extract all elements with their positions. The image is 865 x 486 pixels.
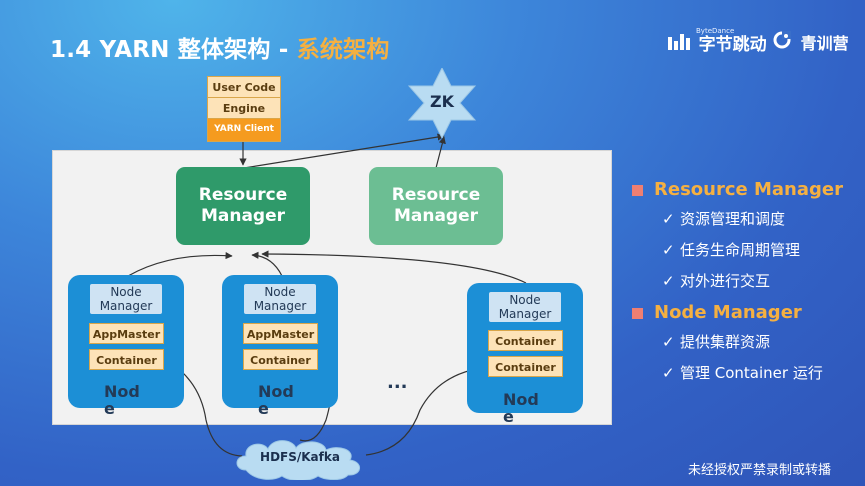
node-2-container: Container <box>243 349 318 370</box>
client-stack-yarn-client: YARN Client <box>208 119 280 141</box>
bullet-rm-item-3-text: 对外进行交互 <box>680 272 771 290</box>
node-2-manager: Node Manager <box>244 284 316 314</box>
logo-subtext: ByteDance <box>696 27 735 35</box>
node-2: Node Manager AppMaster Container Node <box>222 275 338 417</box>
resource-manager-active: Resource Manager <box>176 167 310 245</box>
logo-swirl-icon <box>773 31 791 53</box>
resource-manager-standby: Resource Manager <box>369 167 503 245</box>
client-stack-engine: Engine <box>208 98 280 119</box>
qingxunying-logo: 青训营 <box>773 30 849 54</box>
bullet-nm-item-2: ✓ 管理 Container 运行 <box>662 362 843 385</box>
bullet-rm-item-1-text: 资源管理和调度 <box>680 210 786 228</box>
bullet-rm-item-2-text: 任务生命周期管理 <box>680 241 801 259</box>
footer-note: 未经授权严禁录制或转播 <box>688 463 832 478</box>
bullet-rm-item-1: ✓ 资源管理和调度 <box>662 208 843 231</box>
node-3: Node Manager Container Container Node <box>467 283 583 425</box>
bullet-nm-heading: Node Manager <box>632 301 843 325</box>
logo-text-2: 青训营 <box>800 34 849 53</box>
node-3-manager: Node Manager <box>489 292 561 322</box>
bullet-square-icon <box>632 185 643 196</box>
node-3-label: Node <box>503 390 539 426</box>
bar-chart-icon <box>668 32 690 54</box>
resource-manager-active-label: Resource Manager <box>198 185 288 226</box>
bullet-nm-item-2-text: 管理 Container 运行 <box>680 364 823 382</box>
zookeeper-star-icon <box>407 68 477 138</box>
resource-manager-standby-label: Resource Manager <box>391 185 481 226</box>
bytedance-logo: ByteDance 字节跳动 <box>668 27 767 55</box>
bullet-rm-item-3: ✓ 对外进行交互 <box>662 270 843 293</box>
node-1-appmaster: AppMaster <box>89 323 164 344</box>
page-title: 1.4 YARN 整体架构 - 系统架构 <box>50 30 390 64</box>
logo-text: 字节跳动 <box>698 35 767 55</box>
bullet-nm-item-1-text: 提供集群资源 <box>680 333 771 351</box>
check-icon: ✓ <box>662 210 675 228</box>
bullet-nm-item-1: ✓ 提供集群资源 <box>662 331 843 354</box>
node-1-container: Container <box>89 349 164 370</box>
page-title-main: 1.4 YARN 整体架构 - <box>50 37 297 63</box>
node-1-label: Node <box>104 382 140 418</box>
node-3-container-1: Container <box>488 330 563 351</box>
node-2-appmaster: AppMaster <box>243 323 318 344</box>
bullet-nm-title: Node Manager <box>654 302 802 323</box>
storage-cloud-icon <box>236 440 360 480</box>
check-icon: ✓ <box>662 364 675 382</box>
zookeeper-label: ZK <box>430 92 454 111</box>
node-1-manager: Node Manager <box>90 284 162 314</box>
client-stack: User Code Engine YARN Client <box>207 76 281 142</box>
bullet-rm-title: Resource Manager <box>654 179 843 200</box>
bullet-square-icon <box>632 308 643 319</box>
check-icon: ✓ <box>662 241 675 259</box>
feature-list: Resource Manager ✓ 资源管理和调度 ✓ 任务生命周期管理 ✓ 对外进… <box>632 178 843 385</box>
storage-label: HDFS/Kafka <box>260 450 340 464</box>
check-icon: ✓ <box>662 333 675 351</box>
client-stack-user-code: User Code <box>208 77 280 98</box>
node-3-container-2: Container <box>488 356 563 377</box>
bullet-rm-item-2: ✓ 任务生命周期管理 <box>662 239 843 262</box>
node-1: Node Manager AppMaster Container Node <box>68 275 184 417</box>
node-2-label: Node <box>258 382 294 418</box>
page-title-accent: 系统架构 <box>296 37 390 63</box>
bullet-rm-heading: Resource Manager <box>632 178 843 202</box>
more-nodes-ellipsis: ... <box>387 372 408 393</box>
check-icon: ✓ <box>662 272 675 290</box>
